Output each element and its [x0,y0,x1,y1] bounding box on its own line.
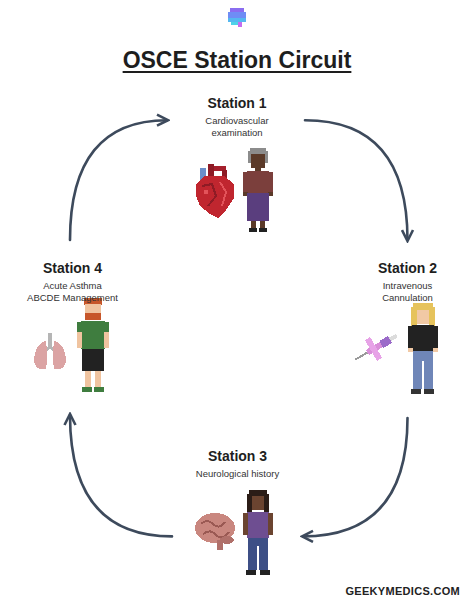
circuit-arrow [305,120,408,240]
patient-figure [72,298,114,396]
logo-icon [226,6,248,28]
station-description: Acute Asthma ABCDE Management [27,280,119,304]
station-node: Station 1 Cardiovascular examination [175,95,299,235]
station-heading: Station 2 [366,260,450,277]
cannula-illustration [352,325,402,370]
station-heading: Station 4 [27,260,119,277]
station-description: Neurological history [196,468,280,480]
brain-illustration [193,510,239,552]
diagram-title: OSCE Station Circuit [0,46,474,74]
circuit-arrow [70,415,172,536]
candidate-figure [402,303,444,397]
circuit-arrow [303,418,408,536]
station-description: Intravenous Cannulation [366,280,450,304]
station-heading: Station 3 [196,448,280,465]
station-node: Station 3 Neurological history [180,448,295,578]
station-node: Station 4 Acute Asthma ABCDE Management [10,260,135,400]
station-text: Station 3 Neurological history [196,448,280,480]
station-heading: Station 1 [195,95,279,112]
station-description: Cardiovascular examination [195,115,279,139]
station-text: Station 1 Cardiovascular examination [195,95,279,139]
watermark: GEEKYMEDICS.COM [345,585,460,597]
station-node: Station 2 Intravenous Cannulation [345,260,470,400]
station-text: Station 2 Intravenous Cannulation [366,260,450,304]
patient-figure [238,148,278,234]
patient-figure [238,490,278,578]
lungs-illustration [32,333,68,373]
circuit-arrow [70,120,167,240]
station-text: Station 4 Acute Asthma ABCDE Management [27,260,119,304]
heart-illustration [190,162,240,222]
